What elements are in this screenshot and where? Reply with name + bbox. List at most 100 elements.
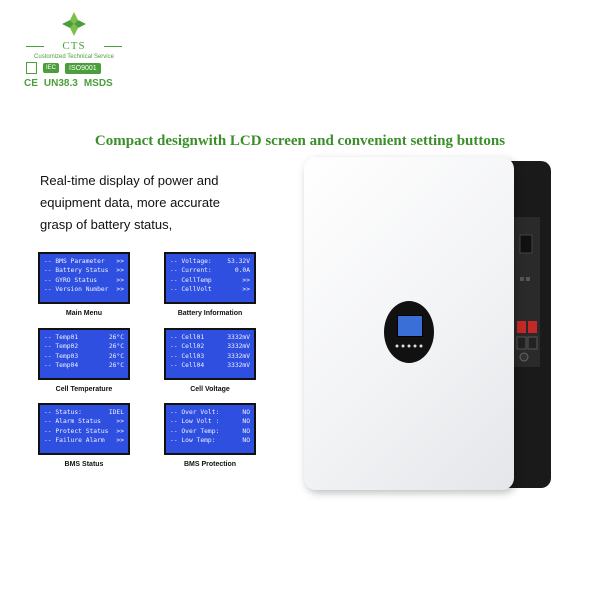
logo-rule-right	[104, 46, 122, 47]
row-value: 26°C	[108, 362, 124, 370]
certifications-top: IEC ISO9001	[26, 62, 101, 74]
row-value: >>	[242, 286, 250, 294]
device-display	[384, 301, 434, 363]
row-label: -- Temp03	[44, 352, 79, 360]
screen-row: -- Version Number >>	[44, 285, 124, 294]
caption-battery-information: Battery Information	[177, 310, 243, 317]
description: Real-time display of power and equipment…	[40, 170, 270, 236]
row-label: -- Current:	[170, 267, 212, 275]
row-label: -- Temp04	[44, 362, 79, 370]
setting-buttons-icon	[395, 344, 423, 348]
row-label: -- Low Temp:	[170, 437, 216, 445]
screen-row: -- Cell01 3332mV	[170, 333, 250, 342]
screen-row: -- BMS Parameter >>	[44, 257, 124, 266]
cts-leaf-icon	[62, 12, 86, 36]
screen-row: -- GYRO Status >>	[44, 276, 124, 285]
row-label: -- GYRO Status	[44, 276, 98, 284]
row-value: 0.0A	[234, 267, 250, 275]
row-value: 26°C	[108, 352, 124, 360]
row-value: 53.32V	[227, 258, 250, 265]
row-value: >>	[116, 437, 124, 445]
row-value: >>	[116, 418, 124, 426]
screen-row: -- Current: 0.0A	[170, 266, 250, 275]
screen-row: -- Battery Status >>	[44, 266, 124, 275]
row-value: 3332mV	[227, 362, 250, 370]
screen-row: -- Low Volt : NO	[170, 417, 250, 426]
screen-battery-information: -- Voltage: 53.32V -- Current: 0.0A -- Cel…	[164, 252, 256, 304]
row-value: NO	[242, 418, 250, 426]
screen-bms-status: -- Status:IDEL -- Alarm Status >> -- Prot…	[38, 403, 130, 455]
screen-row: -- Status:IDEL	[44, 408, 124, 417]
caption-cell-temperature: Cell Temperature	[55, 386, 113, 393]
row-label: -- Battery Status	[44, 267, 109, 275]
screen-row: -- Low Temp: NO	[170, 436, 250, 445]
row-value: 26°C	[108, 343, 124, 351]
row-value: >>	[116, 276, 124, 284]
row-label: -- Version Number	[44, 286, 109, 294]
description-line: grasp of battery status,	[40, 217, 173, 232]
screen-row: -- Protect Status>>	[44, 427, 124, 436]
row-label: -- Low Volt :	[170, 418, 220, 426]
screen-row: -- Voltage: 53.32V	[170, 257, 250, 266]
caption-bms-protection: BMS Protection	[183, 461, 237, 468]
screen-row: -- Temp04 26°C	[44, 361, 124, 370]
screen-row: -- Cell04 3332mV	[170, 361, 250, 370]
screen-cell-temperature: -- Temp01 26°C -- Temp02 26°C -- Temp03 26°…	[38, 328, 130, 380]
row-value: 3332mV	[227, 334, 250, 341]
row-label: -- CellVolt	[170, 286, 212, 294]
row-value: 26°C	[108, 334, 124, 341]
row-label: -- CellTemp	[170, 276, 212, 284]
screen-row: -- CellVolt >>	[170, 285, 250, 294]
row-label: -- Cell01	[170, 334, 205, 341]
row-value: NO	[242, 409, 250, 416]
certificate-icon	[26, 62, 37, 74]
row-value: >>	[116, 286, 124, 294]
ce-mark: CE	[24, 78, 38, 89]
screen-row: -- CellTemp >>	[170, 276, 250, 285]
row-label: -- Over Volt:	[170, 409, 220, 416]
screen-main-menu: -- BMS Parameter >> -- Battery Status >> -…	[38, 252, 130, 304]
caption-bms-status: BMS Status	[64, 461, 104, 468]
headline: Compact designwith LCD screen and conven…	[94, 133, 506, 149]
logo-rule-left	[26, 46, 44, 47]
row-value: NO	[242, 437, 250, 445]
port-panel	[514, 217, 540, 367]
description-line: Real-time display of power and	[40, 173, 219, 188]
terminal-ports-icon	[516, 234, 538, 362]
row-value: >>	[116, 258, 124, 265]
brand-name: CTS	[62, 40, 86, 52]
row-value: >>	[116, 427, 124, 435]
row-label: -- Temp02	[44, 343, 79, 351]
screen-row: -- Over Temp: NO	[170, 427, 250, 436]
row-label: -- Over Temp:	[170, 427, 220, 435]
row-label: -- Cell03	[170, 352, 205, 360]
brand-tagline: Customized Technical Service	[34, 54, 114, 60]
row-label: -- Temp01	[44, 334, 79, 341]
battery-device	[304, 157, 552, 490]
row-label: -- Cell04	[170, 362, 205, 370]
description-line: equipment data, more accurate	[40, 195, 220, 210]
certifications-bottom: CE UN38.3 MSDS	[24, 78, 113, 89]
un383-mark: UN38.3	[43, 78, 78, 89]
row-value: >>	[242, 276, 250, 284]
caption-cell-voltage: Cell Voltage	[190, 386, 230, 393]
screen-row: -- Over Volt: NO	[170, 408, 250, 417]
device-lcd-screen	[397, 315, 423, 337]
msds-mark: MSDS	[83, 78, 113, 89]
row-label: -- Voltage:	[170, 258, 212, 265]
row-value: >>	[116, 267, 124, 275]
screen-bms-protection: -- Over Volt: NO -- Low Volt : NO -- Over …	[164, 403, 256, 455]
cts-logo: CTS Customized Technical Service	[24, 10, 124, 90]
iso-badge: ISO9001	[65, 62, 101, 74]
row-label: -- Failure Alarm	[44, 437, 105, 445]
screen-row: -- Temp02 26°C	[44, 342, 124, 351]
row-value: 3332mV	[227, 352, 250, 360]
row-label: -- Cell02	[170, 343, 205, 351]
row-label: -- BMS Parameter	[44, 258, 105, 265]
row-value: NO	[242, 427, 250, 435]
iec-badge: IEC	[43, 63, 60, 73]
row-label: -- Alarm Status	[44, 418, 101, 426]
row-value: IDEL	[108, 409, 124, 416]
